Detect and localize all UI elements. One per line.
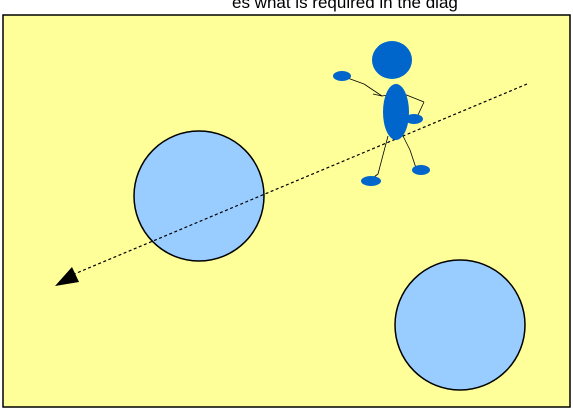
figure-body (383, 84, 409, 140)
obstacle-circle-right (395, 260, 525, 390)
figure-head (372, 41, 412, 79)
figure-right-foot (412, 165, 430, 175)
figure-left-foot (361, 176, 381, 186)
figure-left-hand (333, 71, 351, 81)
figure-right-hand (405, 114, 423, 124)
obstacle-circle-left (134, 131, 264, 261)
